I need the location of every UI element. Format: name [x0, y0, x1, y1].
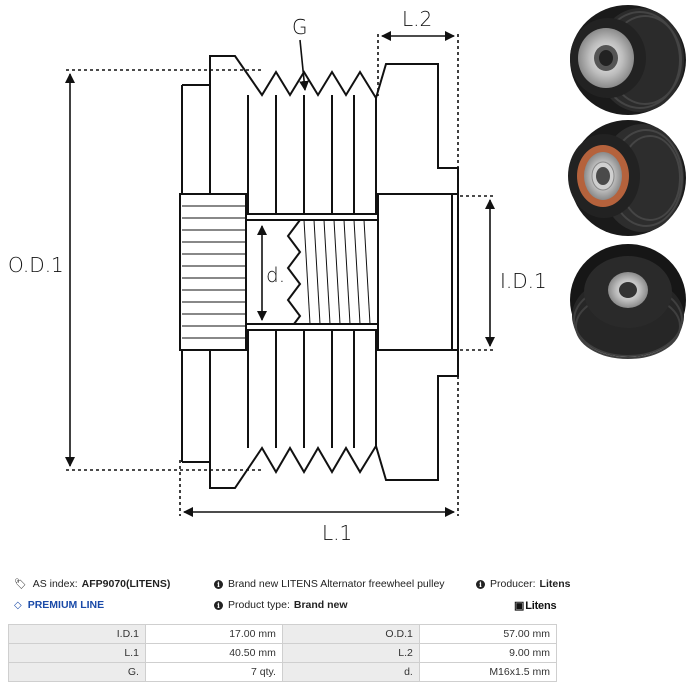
spec-key: O.D.1 — [281, 624, 420, 644]
spline-hatch — [182, 205, 246, 339]
producer: i Producer: Litens — [476, 578, 570, 590]
spec-value: 7 qty. — [144, 662, 283, 682]
spec-value: 17.00 mm — [144, 624, 283, 644]
info-icon: i — [476, 579, 485, 589]
product-photo-bottom — [570, 244, 686, 359]
label-g: G — [292, 15, 308, 39]
product-info: 🏷︎ AS index: AFP9070(LITENS) i Brand new… — [0, 574, 689, 618]
table-row: I.D.1 17.00 mm O.D.1 57.00 mm — [8, 624, 558, 644]
spec-value: M16x1.5 mm — [418, 662, 558, 682]
label-od1: O.D.1 — [8, 253, 64, 277]
product-type-value: Brand new — [293, 599, 348, 611]
producer-label: Producer: — [490, 578, 536, 590]
litens-logo-icon: ▣ — [514, 600, 525, 612]
spec-value: 40.50 mm — [144, 643, 283, 663]
premium-line-badge: ◇ PREMIUM LINE — [14, 599, 104, 611]
label-l1: L.1 — [322, 521, 352, 545]
dimension-arrows — [65, 31, 495, 517]
spec-key: L.1 — [8, 643, 146, 663]
info-icon: i — [214, 579, 223, 589]
product-type: i Product type: Brand new — [214, 599, 348, 611]
info-icon: i — [214, 600, 223, 610]
label-d: d. — [266, 263, 285, 287]
pulley-technical-drawing: G L.2 O.D.1 d. I.D.1 L.1 — [8, 5, 686, 545]
thread-hatch — [303, 219, 371, 325]
producer-value: Litens — [539, 578, 571, 590]
pulley-outline — [179, 55, 459, 489]
as-index-value: AFP9070(LITENS) — [81, 578, 171, 590]
brand-logo-text: Litens — [525, 599, 557, 612]
product-type-label: Product type: — [228, 599, 290, 611]
tag-icon: 🏷︎ — [14, 578, 27, 590]
spec-value: 9.00 mm — [418, 643, 558, 663]
brand-logo: ▣ Litens — [514, 599, 557, 613]
description-text: Brand new LITENS Alternator freewheel pu… — [228, 578, 445, 590]
premium-line-text: PREMIUM LINE — [27, 599, 105, 611]
extension-lines — [66, 34, 496, 516]
specs-table: I.D.1 17.00 mm O.D.1 57.00 mm L.1 40.50 … — [8, 624, 558, 682]
label-l2: L.2 — [402, 7, 432, 31]
table-row: L.1 40.50 mm L.2 9.00 mm — [8, 643, 558, 663]
spec-value: 57.00 mm — [418, 624, 558, 644]
as-index-label: AS index: — [32, 578, 78, 590]
as-index: 🏷︎ AS index: AFP9070(LITENS) — [14, 578, 170, 590]
spec-key: L.2 — [281, 643, 420, 663]
spec-key: I.D.1 — [8, 624, 146, 644]
diamond-icon: ◇ — [14, 599, 22, 611]
spec-key: G. — [8, 662, 146, 682]
table-row: G. 7 qty. d. M16x1.5 mm — [8, 662, 558, 682]
product-photo-middle — [568, 120, 686, 236]
product-photo-top — [570, 5, 686, 115]
description: i Brand new LITENS Alternator freewheel … — [214, 578, 445, 590]
label-id1: I.D.1 — [500, 269, 547, 293]
spec-key: d. — [281, 662, 420, 682]
